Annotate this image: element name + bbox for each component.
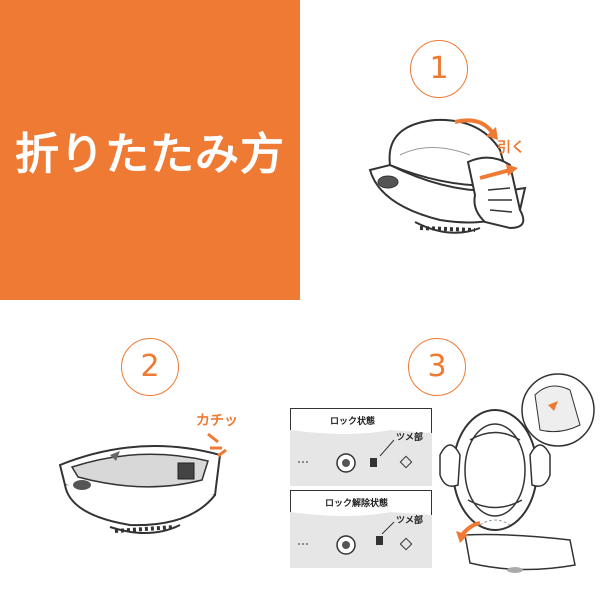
unlock-state-label: ロック解除状態 [325, 499, 389, 509]
unlock-state-panel [290, 490, 432, 568]
step-2-click-label: カチッ [196, 413, 238, 429]
step-2-helmet-illustration [58, 445, 222, 535]
step-3-number: 3 [408, 338, 466, 396]
step-1-pull-label: 引く [497, 140, 525, 156]
lock-state-label: ロック状態 [330, 417, 376, 427]
click-sound-marks [207, 432, 227, 458]
unlock-claw-label: ツメ部 [396, 516, 424, 526]
step-2-number: 2 [121, 338, 179, 396]
step-3-helmet-illustration [439, 373, 595, 573]
page-title: 折りたたみ方 [15, 129, 285, 180]
step-1-helmet-illustration [368, 118, 527, 234]
lock-claw-label: ツメ部 [396, 433, 424, 443]
title-banner: 折りたたみ方 [0, 0, 300, 300]
lock-state-panel [290, 408, 432, 486]
step-1-number: 1 [410, 40, 468, 98]
